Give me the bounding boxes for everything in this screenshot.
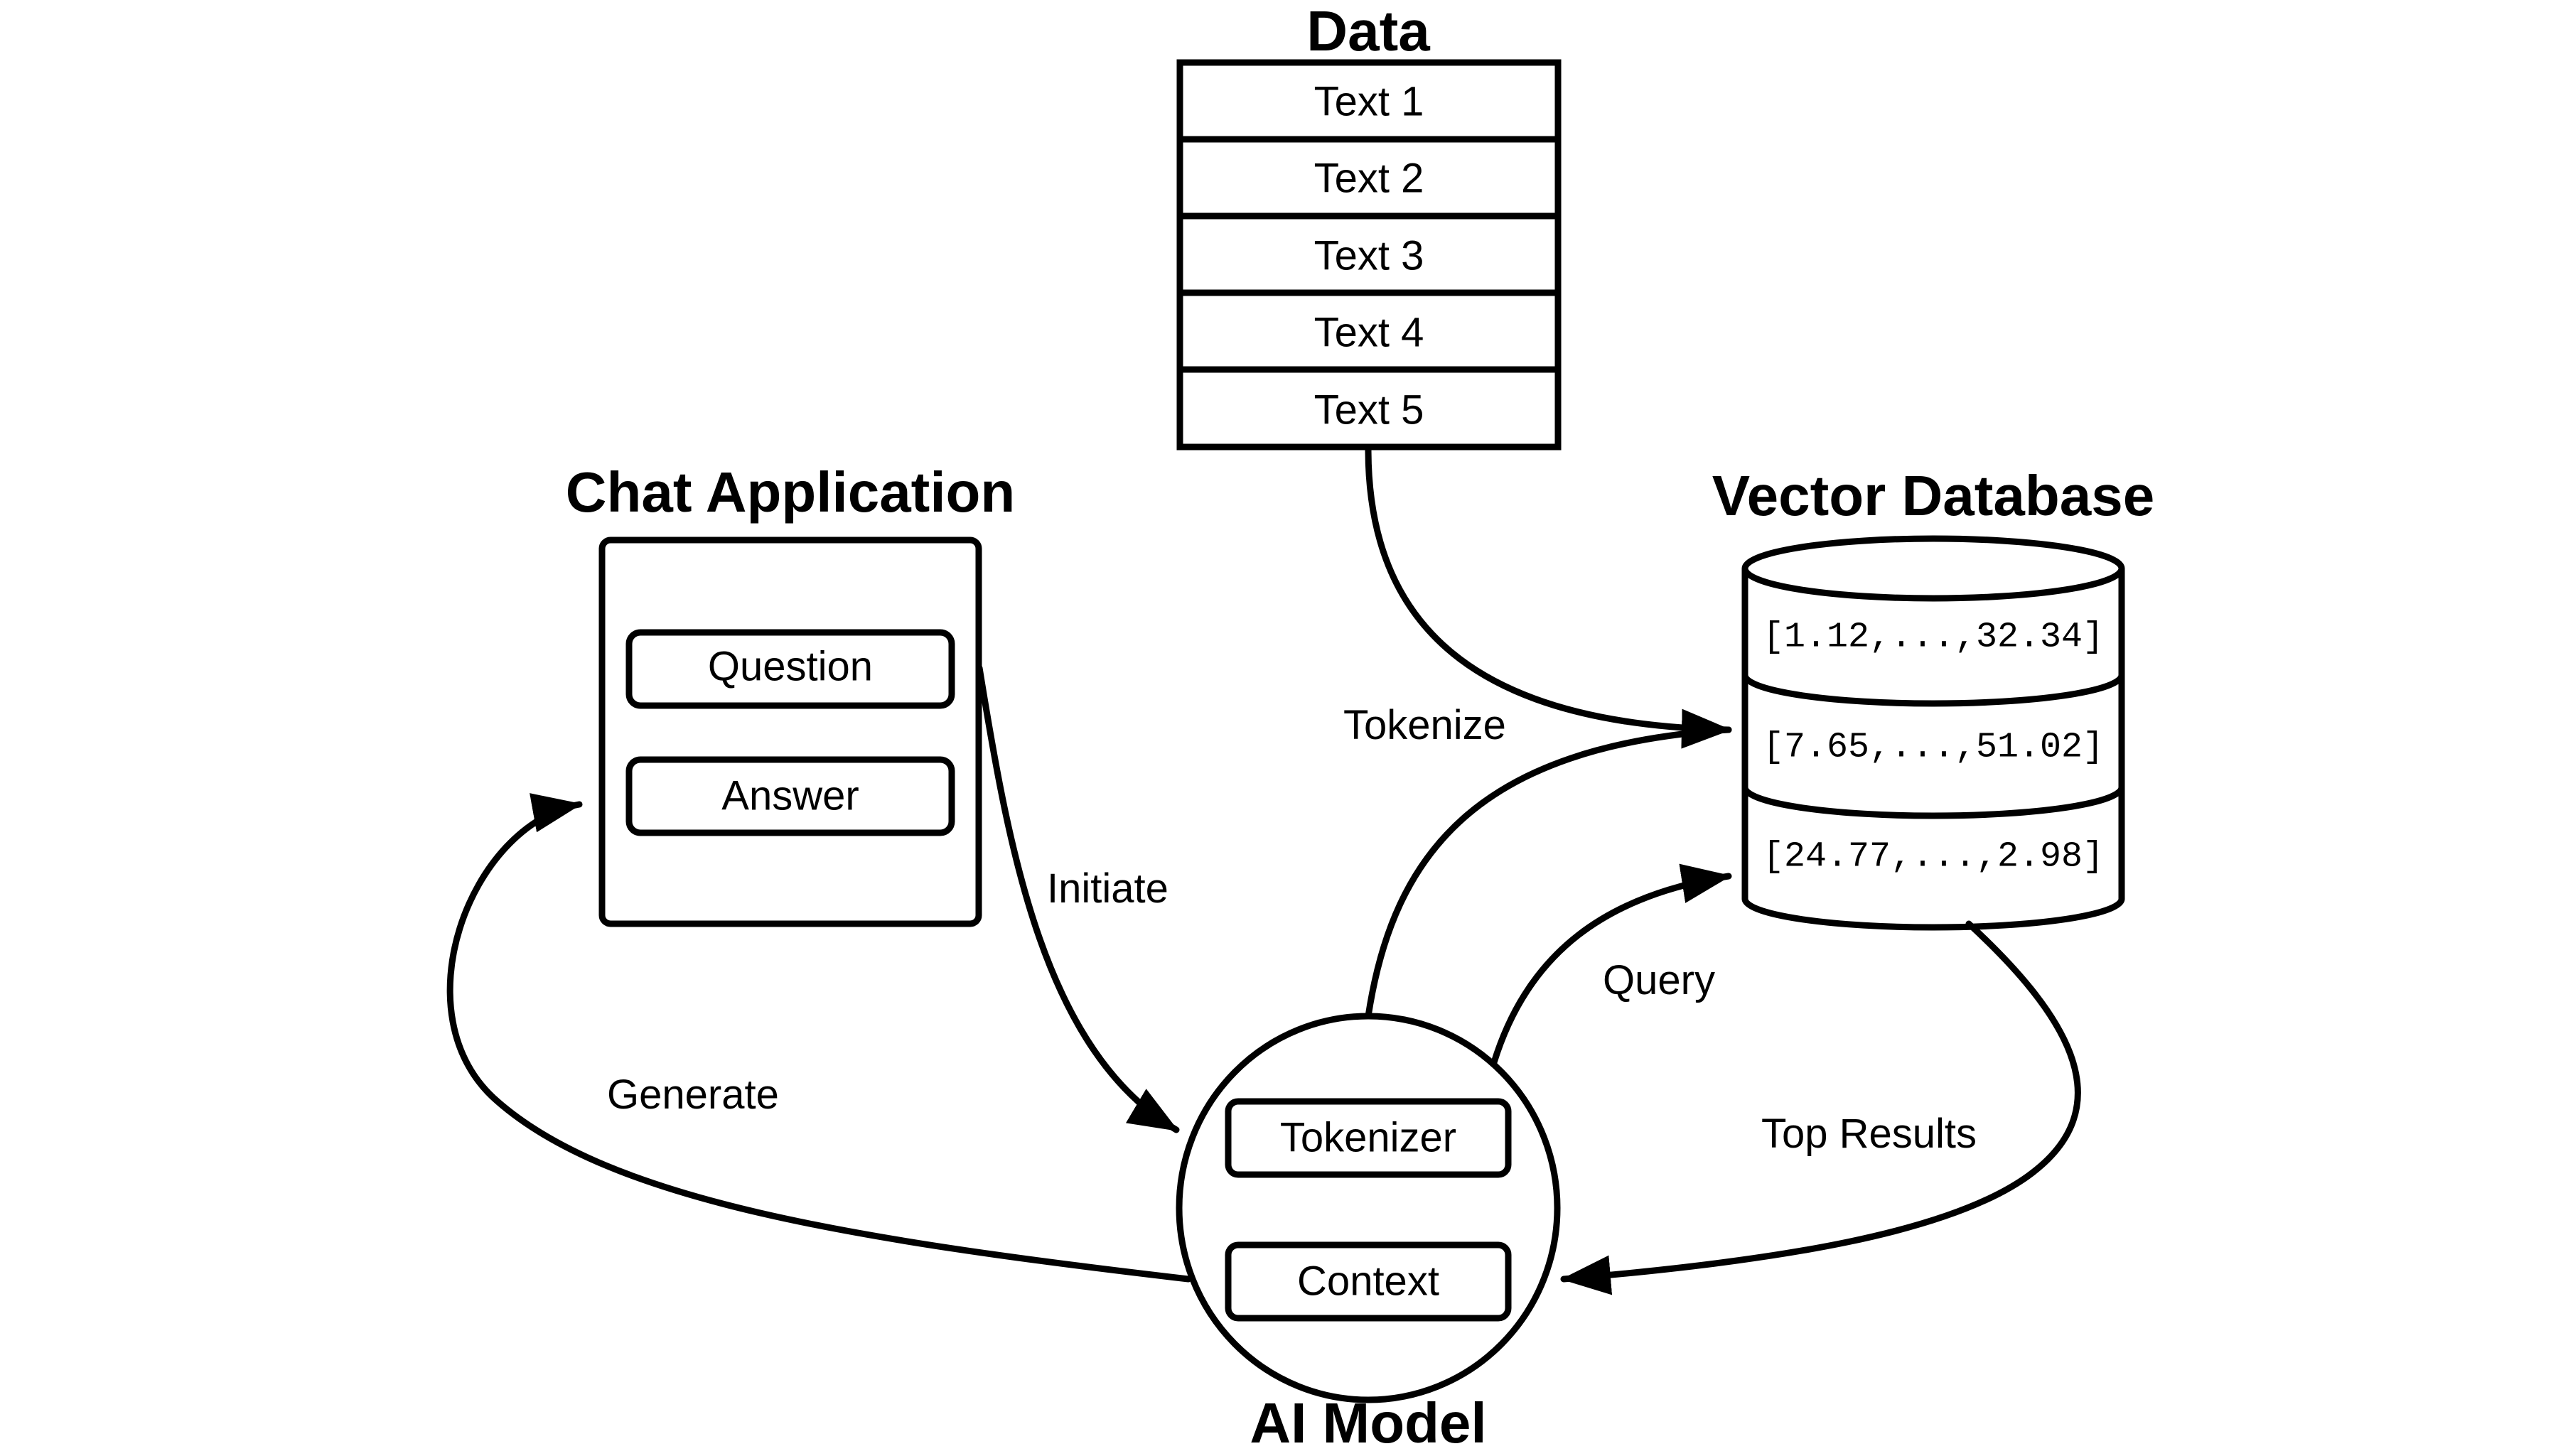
tokenizer-box <box>1225 1098 1512 1178</box>
ai-model-title: AI Model <box>1250 1391 1486 1455</box>
ai-model: Tokenizer Context AI Model <box>1176 1013 1561 1455</box>
cylinder-top <box>1741 535 2125 602</box>
vector-row-3: [24.77,...,2.98] <box>1763 837 2104 878</box>
data-row-3-label: Text 3 <box>1314 233 1424 279</box>
vector-database-title: Vector Database <box>1712 464 2155 527</box>
data-to-vector-arrow <box>1365 446 1732 749</box>
tokenize-arrow <box>1365 726 1732 1020</box>
chat-application-title: Chat Application <box>566 460 1016 524</box>
top-results-label: Top Results <box>1761 1111 1977 1157</box>
initiate-arrow <box>976 664 1180 1133</box>
cylinder-divider-2 <box>1741 784 2125 819</box>
tokenize-label: Tokenize <box>1343 702 1506 748</box>
top-results-arrow <box>1560 920 2081 1295</box>
initiate-label: Initiate <box>1047 865 1169 912</box>
vector-row-2: [7.65,...,51.02] <box>1763 728 2104 768</box>
data-row-2-label: Text 2 <box>1314 156 1424 202</box>
data-stack: Data Text 1 Text 2 Text 3 Text 4 Text 5 <box>1176 0 1562 451</box>
question-label: Question <box>708 644 873 690</box>
vector-database: Vector Database [1.12,...,32.34] [7.65,.… <box>1712 464 2155 931</box>
question-box <box>625 629 955 709</box>
data-row-1-label: Text 1 <box>1314 79 1424 125</box>
query-label: Query <box>1603 957 1715 1003</box>
chat-application: Chat Application Question Answer <box>566 460 1016 927</box>
data-title: Data <box>1306 0 1430 63</box>
generate-label: Generate <box>607 1072 779 1118</box>
data-row-5-label: Text 5 <box>1314 387 1424 433</box>
data-row-4 <box>1176 289 1562 373</box>
cylinder-body <box>1741 568 2125 931</box>
context-label: Context <box>1297 1258 1439 1305</box>
data-row-4-label: Text 4 <box>1314 310 1424 356</box>
answer-label: Answer <box>721 773 859 819</box>
chat-application-frame <box>598 536 982 927</box>
generate-arrow <box>446 793 1192 1283</box>
context-box <box>1225 1241 1512 1322</box>
answer-box <box>625 756 955 836</box>
tokenizer-label: Tokenizer <box>1280 1115 1456 1161</box>
vector-row-1: [1.12,...,32.34] <box>1763 618 2104 658</box>
ai-model-circle <box>1176 1013 1561 1403</box>
cylinder-divider-1 <box>1741 672 2125 707</box>
query-arrow <box>1490 863 1732 1066</box>
